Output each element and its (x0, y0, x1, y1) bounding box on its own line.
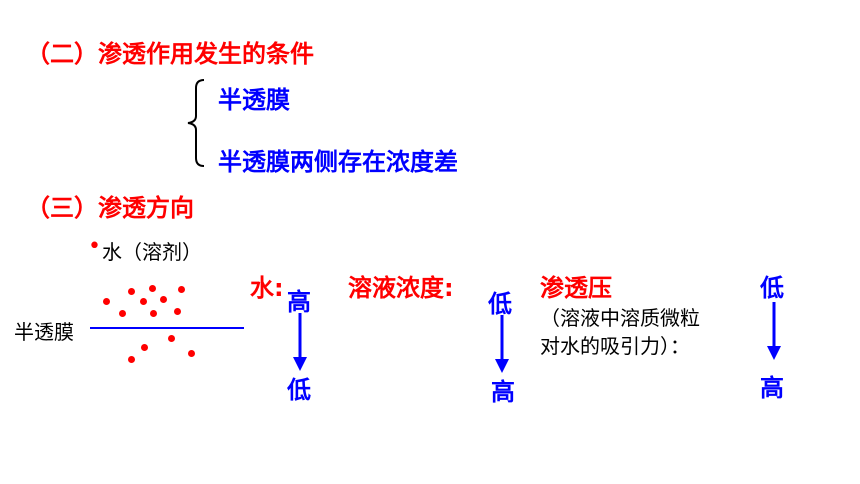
solute-dot (149, 285, 156, 292)
osmotic-pressure-note-2: 对水的吸引力）： (540, 334, 690, 358)
bullet: • (88, 234, 101, 259)
osmotic-pressure-title: 渗透压 (540, 274, 612, 302)
membrane-line (90, 327, 244, 329)
solute-dot (141, 344, 148, 351)
water-from-label: 高 (287, 288, 311, 316)
solute-dot (188, 350, 195, 357)
membrane-label: 半透膜 (14, 320, 74, 344)
condition-concentration-difference: 半透膜两侧存在浓度差 (218, 148, 458, 176)
solute-dot (119, 310, 126, 317)
osmotic-pressure-down-arrow (767, 302, 781, 360)
concentration-to-label: 高 (491, 378, 515, 406)
solute-dot (178, 286, 185, 293)
concentration-from-label: 低 (488, 290, 512, 318)
osmotic-pressure-to-label: 高 (760, 374, 784, 402)
water-solvent-label: 水（溶剂） (102, 240, 202, 264)
solute-dot (103, 298, 110, 305)
solute-dot (128, 356, 135, 363)
condition-semipermeable-membrane: 半透膜 (218, 86, 290, 114)
water-down-arrow (293, 313, 307, 371)
water-direction-title: 水: (250, 274, 284, 302)
section-heading-3: （三）渗透方向 (26, 194, 194, 222)
osmotic-pressure-note-1: （溶液中溶质微粒 (540, 306, 700, 330)
solute-dot (140, 298, 147, 305)
solute-dot (150, 310, 157, 317)
concentration-down-arrow (495, 315, 509, 373)
solute-dot (168, 335, 175, 342)
concentration-title: 溶液浓度: (348, 274, 454, 302)
section-heading-2: （二）渗透作用发生的条件 (26, 40, 314, 68)
water-to-label: 低 (287, 376, 311, 404)
solute-dot (160, 296, 167, 303)
osmotic-pressure-from-label: 低 (760, 274, 784, 302)
curly-brace (187, 79, 205, 167)
solute-dot (174, 308, 181, 315)
solute-dot (128, 288, 135, 295)
